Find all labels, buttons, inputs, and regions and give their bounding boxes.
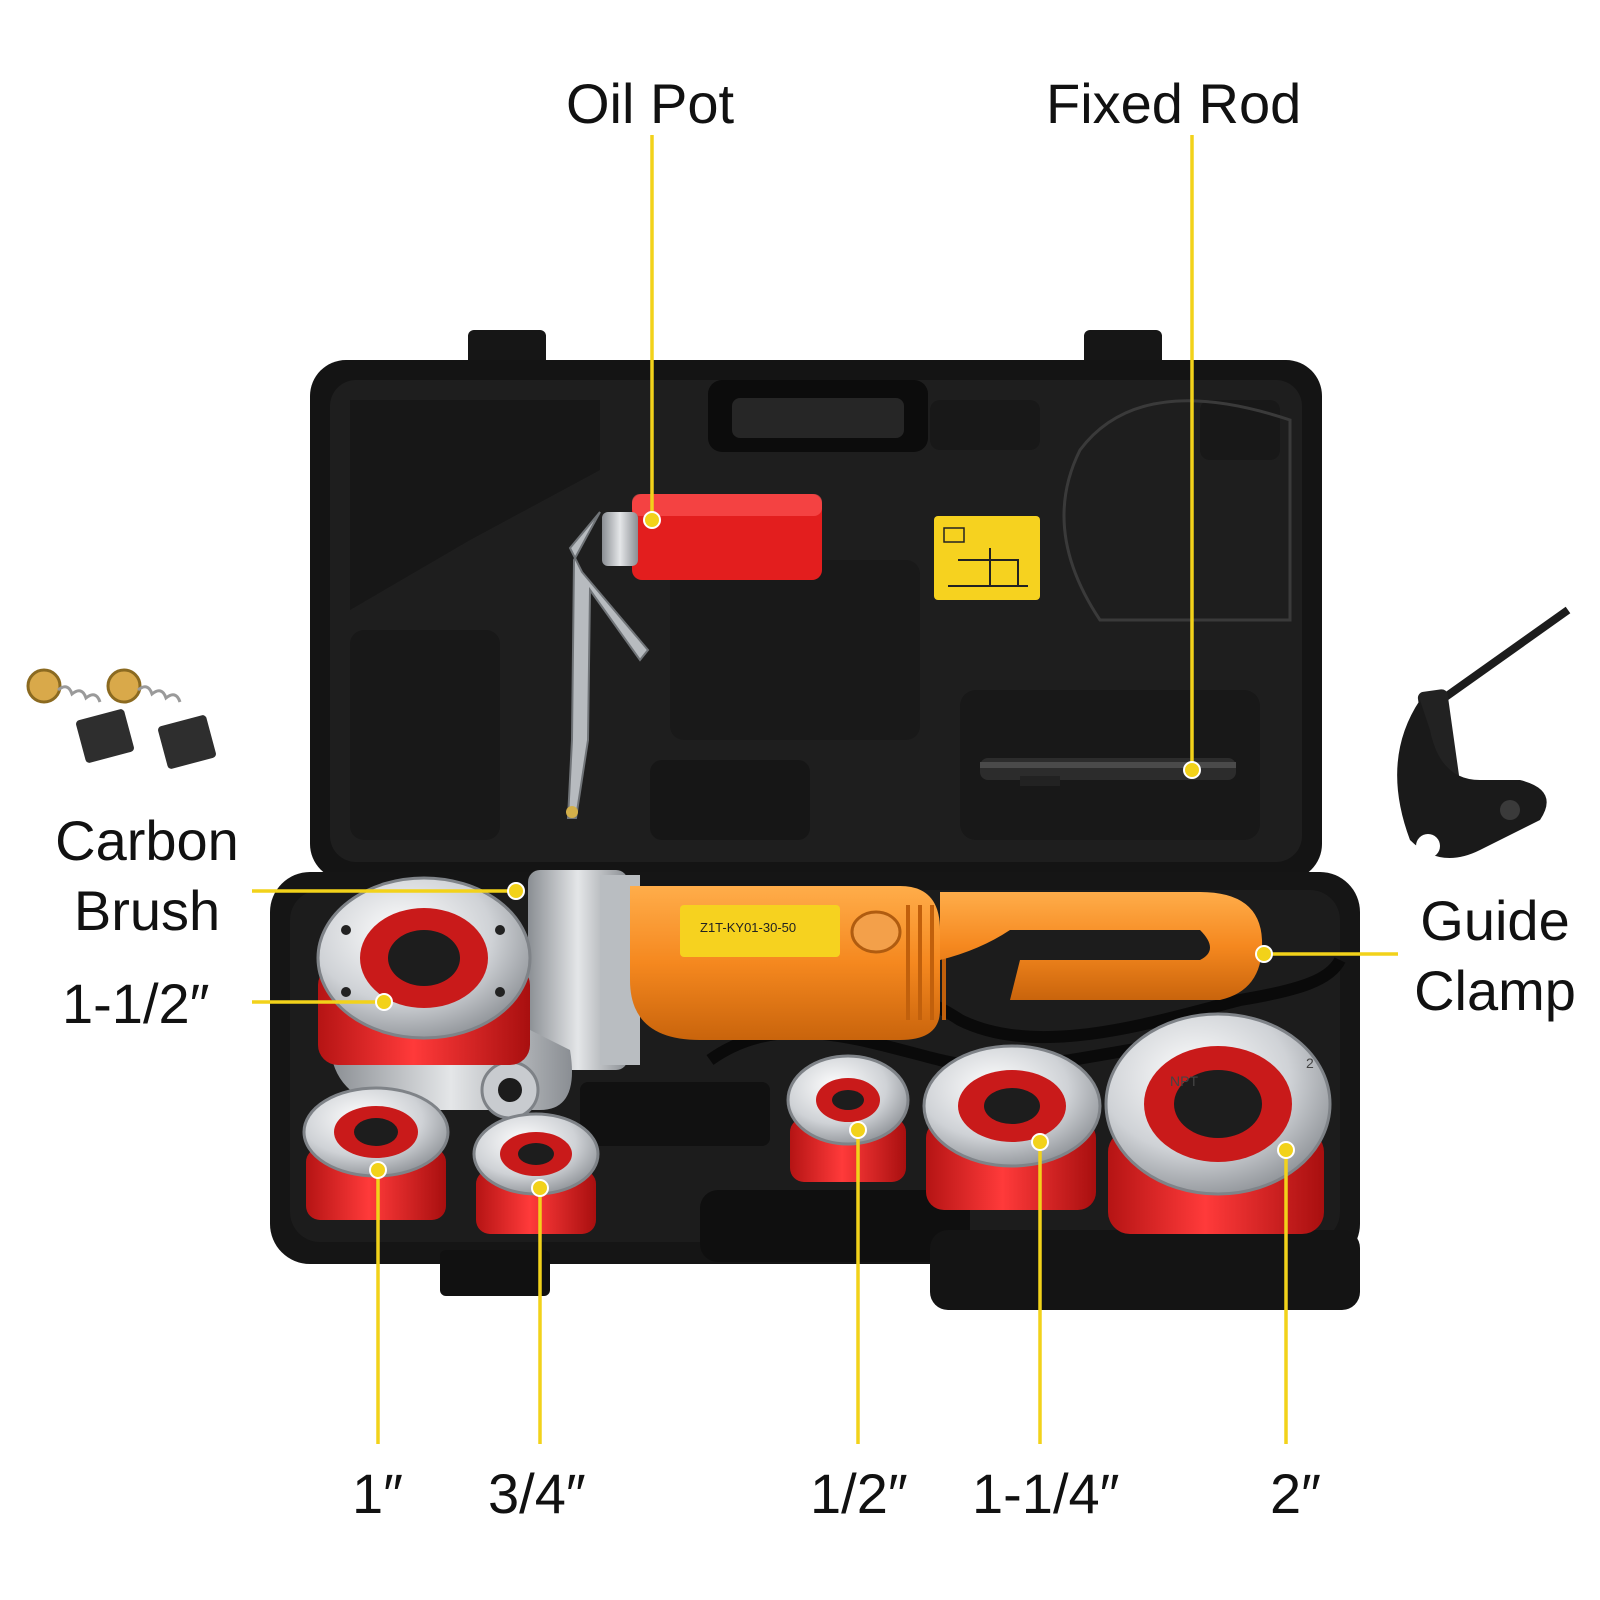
label-carbon-brush: Carbon Brush (42, 806, 252, 946)
label-die-1: 1″ (352, 1462, 403, 1525)
callout-lines (252, 135, 1398, 1444)
die-head-1-2 (786, 1054, 910, 1182)
label-die-1-1-2: 1-1/2″ (62, 972, 210, 1035)
model-plate-text: Z1T-KY01-30-50 (700, 920, 796, 935)
threader-machine: Z1T-KY01-30-50 (330, 870, 1346, 1146)
die-head-1-1-2 (316, 876, 532, 1065)
label-die-1-2: 1/2″ (810, 1462, 908, 1525)
oil-pot-icon (566, 494, 822, 819)
label-guide-clamp: Guide Clamp (1400, 886, 1590, 1026)
label-die-3-4: 3/4″ (488, 1462, 586, 1525)
label-die-1-1-4: 1-1/4″ (972, 1462, 1120, 1525)
case-lid (310, 330, 1322, 880)
label-fixed-rod: Fixed Rod (1046, 72, 1302, 135)
warning-sticker-icon (934, 516, 1040, 600)
label-guide-clamp-line1: Guide (1420, 889, 1570, 952)
label-oil-pot: Oil Pot (566, 72, 735, 135)
die-stamp-npt: NPT (1170, 1073, 1198, 1089)
label-carbon-brush-line2: Brush (73, 879, 221, 942)
fixed-rod-icon (980, 758, 1236, 786)
die-head-2: NPT 2 (1104, 1012, 1332, 1234)
die-head-1-1-4 (922, 1044, 1102, 1210)
label-die-2: 2″ (1270, 1462, 1321, 1525)
die-stamp-2: 2 (1306, 1055, 1314, 1071)
carbon-brush-icon (26, 668, 216, 769)
label-carbon-brush-line1: Carbon (55, 809, 239, 872)
guide-clamp-icon (1397, 606, 1571, 858)
callout-dots (369, 511, 1295, 1197)
die-head-1 (302, 1086, 450, 1220)
die-head-3-4 (472, 1112, 600, 1234)
label-guide-clamp-line2: Clamp (1414, 959, 1576, 1022)
